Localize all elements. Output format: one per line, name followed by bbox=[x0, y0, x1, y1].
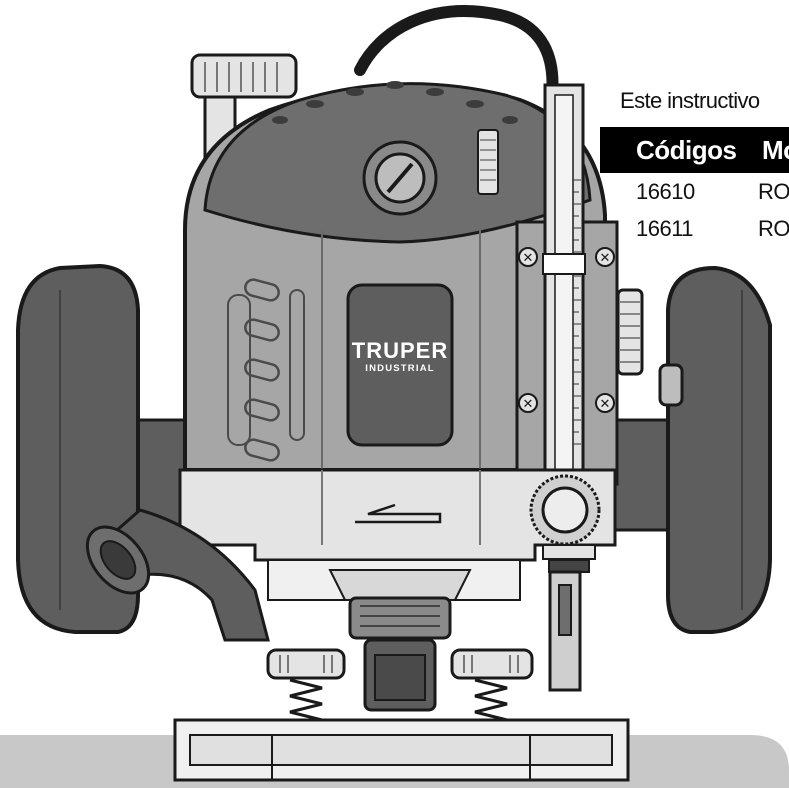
brand-logo-subtext: INDUSTRIAL bbox=[365, 363, 435, 374]
fine-adjust-wheel bbox=[529, 474, 601, 573]
brand-logo: TRUPER bbox=[352, 338, 448, 363]
svg-text:✕: ✕ bbox=[600, 397, 611, 412]
header-codigos: Códigos bbox=[636, 135, 737, 165]
side-adjust-knob bbox=[616, 288, 644, 376]
power-cord bbox=[354, 5, 559, 101]
right-handle bbox=[608, 265, 772, 634]
base-plate bbox=[173, 718, 630, 782]
header-modelo: Mo bbox=[762, 135, 789, 165]
svg-text:✕: ✕ bbox=[523, 397, 534, 412]
motor-housing bbox=[183, 81, 607, 472]
plunge-lock-left bbox=[266, 648, 346, 722]
depth-rod bbox=[548, 570, 582, 692]
model-cell-1: RO bbox=[758, 179, 789, 204]
model-cell-2: RO bbox=[758, 216, 789, 241]
svg-text:✕: ✕ bbox=[523, 251, 534, 266]
intro-text: Este instructivo bbox=[620, 88, 760, 113]
svg-text:✕: ✕ bbox=[600, 251, 611, 266]
collet-assembly bbox=[267, 559, 521, 712]
plunge-lock-right bbox=[450, 648, 534, 722]
models-table-header: Códigos Mo bbox=[600, 127, 789, 173]
dust-port bbox=[85, 508, 270, 642]
code-cell-1: 16610 bbox=[636, 179, 695, 204]
code-cell-2: 16611 bbox=[636, 216, 694, 241]
